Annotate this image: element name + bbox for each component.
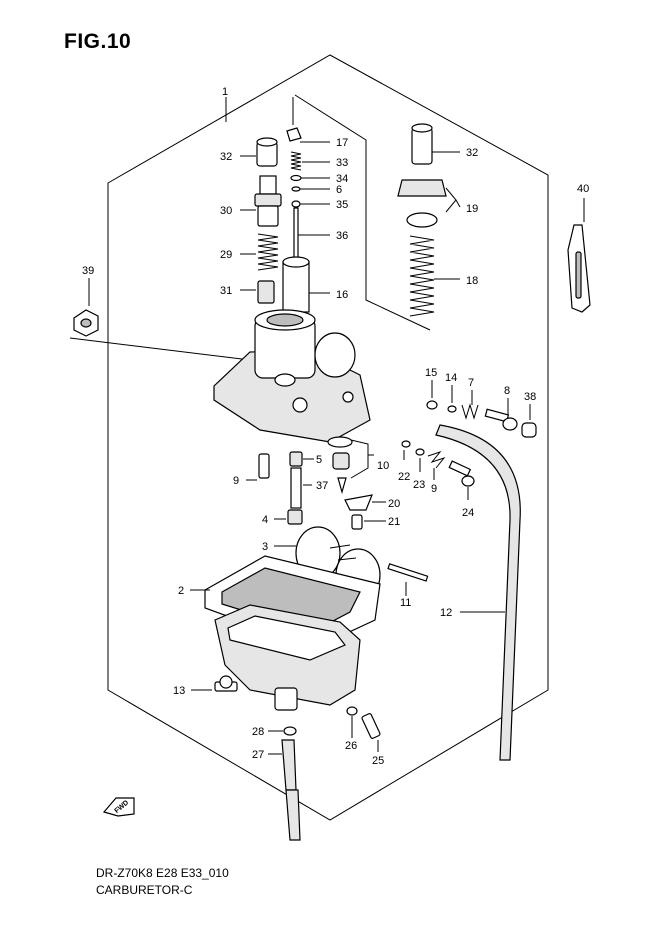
callout-38: 38 <box>524 391 536 403</box>
callout-37: 37 <box>316 480 328 492</box>
clip-34 <box>290 174 302 182</box>
callout-40: 40 <box>577 183 589 195</box>
callout-13: 13 <box>173 685 185 697</box>
callout-39: 39 <box>82 265 94 277</box>
callout-9-left: 9 <box>233 475 239 487</box>
spring-18 <box>409 235 435 317</box>
callout-7: 7 <box>468 377 474 389</box>
top-19 <box>397 179 447 228</box>
callout-27: 27 <box>252 749 264 761</box>
callout-12: 12 <box>440 607 452 619</box>
callout-30: 30 <box>220 205 232 217</box>
callout-22: 22 <box>398 471 410 483</box>
callout-34: 34 <box>336 173 348 185</box>
cap-32-left <box>256 137 278 167</box>
callout-26: 26 <box>345 740 357 752</box>
callout-20: 20 <box>388 498 400 510</box>
callout-23: 23 <box>413 479 425 491</box>
spring-33 <box>290 151 302 171</box>
spring-29 <box>257 233 279 271</box>
callout-35: 35 <box>336 199 348 211</box>
callout-4: 4 <box>262 514 268 526</box>
spring-7 <box>461 403 479 420</box>
callout-2: 2 <box>178 585 184 597</box>
callout-29: 29 <box>220 249 232 261</box>
carburetor-body <box>213 309 371 443</box>
bracket-line <box>294 94 431 331</box>
callout-21: 21 <box>388 516 400 528</box>
screw-9-left <box>258 453 270 479</box>
bracket-40 <box>567 224 591 313</box>
washer-35 <box>291 200 301 208</box>
callout-32-left: 32 <box>220 151 232 163</box>
float-bowl <box>214 604 361 711</box>
diagram-name: CARBURETOR-C <box>96 883 193 897</box>
screw-24 <box>448 460 475 487</box>
callout-24: 24 <box>462 507 474 519</box>
callout-14: 14 <box>445 372 457 384</box>
callout-25: 25 <box>372 755 384 767</box>
jet-5 <box>289 451 303 467</box>
tube-37 <box>290 467 302 509</box>
screw-13 <box>214 675 238 692</box>
part-6 <box>291 186 301 192</box>
diagram-code: DR-Z70K8 E28 E33_010 <box>96 866 229 880</box>
callout-15: 15 <box>425 367 437 379</box>
callout-3: 3 <box>262 541 268 553</box>
callout-10: 10 <box>377 460 389 472</box>
callout-1: 1 <box>222 86 228 98</box>
washer-14 <box>447 405 457 413</box>
seat-10 <box>327 436 353 495</box>
leader-lines <box>88 97 585 755</box>
washer-28 <box>283 726 297 736</box>
hose-27 <box>281 739 297 791</box>
callout-11: 11 <box>400 597 411 609</box>
cap-32-right <box>411 123 433 165</box>
callout-9-right: 9 <box>431 483 437 495</box>
screw-21 <box>351 514 363 530</box>
top-30 <box>254 175 282 227</box>
nut-39 <box>73 309 99 337</box>
pointer-line-39 <box>69 337 251 361</box>
callout-33: 33 <box>336 157 348 169</box>
callout-18: 18 <box>466 275 478 287</box>
plate-20 <box>344 494 373 511</box>
callout-31: 31 <box>220 285 232 297</box>
screw-25 <box>361 713 381 739</box>
pin-11 <box>387 563 429 582</box>
washer-22 <box>401 440 411 448</box>
washer-23 <box>415 448 425 456</box>
washer-26 <box>346 706 358 716</box>
callout-36: 36 <box>336 230 348 242</box>
clip-17 <box>286 127 302 142</box>
cap-38 <box>521 422 537 438</box>
needle-36 <box>293 207 299 261</box>
callout-6: 6 <box>336 184 342 196</box>
callout-28: 28 <box>252 726 264 738</box>
fwd-arrow-icon: FWD <box>102 797 135 817</box>
assembly-outline <box>107 54 549 821</box>
callout-8: 8 <box>504 385 510 397</box>
slide-16 <box>282 256 310 313</box>
part-31 <box>257 280 275 304</box>
screw-8 <box>484 408 518 431</box>
callout-19: 19 <box>466 203 478 215</box>
spring-9-right <box>427 450 446 469</box>
washer-15 <box>426 400 438 410</box>
hose-12 <box>435 424 521 761</box>
hose-lower <box>285 789 301 841</box>
callout-32-right: 32 <box>466 147 478 159</box>
callout-17: 17 <box>336 137 348 149</box>
callout-16: 16 <box>336 289 348 301</box>
callout-5: 5 <box>316 454 322 466</box>
jet-4 <box>287 509 303 525</box>
callouts: 1 2 3 4 5 6 7 8 9 9 10 11 12 13 14 15 16… <box>82 86 589 767</box>
figure-title: FIG.10 <box>64 30 132 53</box>
